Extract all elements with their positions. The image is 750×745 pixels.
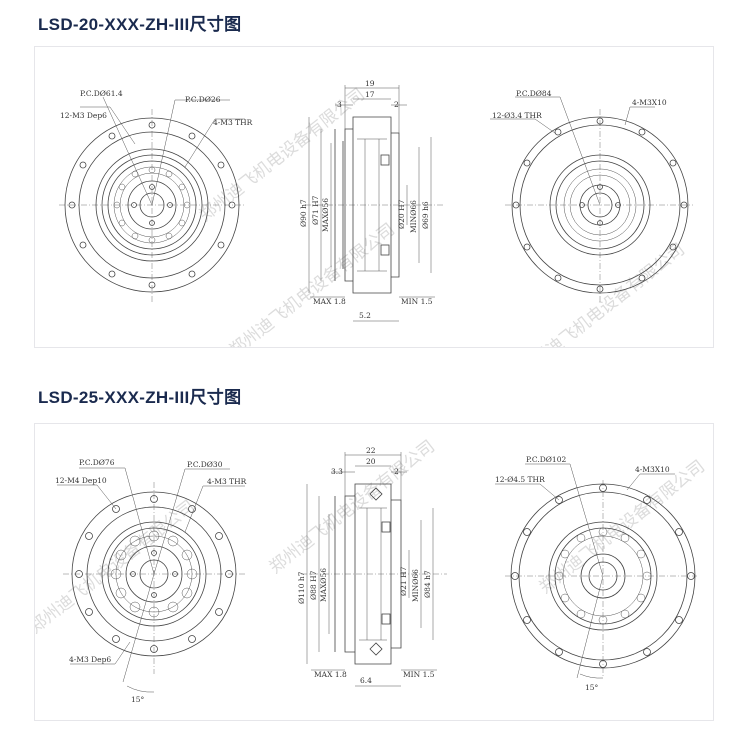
- bolt-holes-outer-2: [75, 495, 233, 653]
- side-d4-1: Ø20 H7: [397, 199, 406, 229]
- side-d1-2: Ø110 h7: [297, 571, 306, 604]
- side-d1-1: Ø90 h7: [299, 199, 308, 227]
- drawing-title-2: LSD-25-XXX-ZH-III尺寸图: [38, 388, 242, 407]
- bolt-holes-back-1: [512, 117, 688, 293]
- side-d5-2: MINØ66: [411, 569, 420, 602]
- back-tap-label-2: 4-M3X10: [635, 465, 670, 474]
- back-holes-label-1: 12-Ø3.4 THR: [492, 111, 542, 120]
- side-view-1: 19 17 3 2 Ø90 h7 Ø71 H7 MAXØ56 Ø20 H7 MI…: [299, 79, 445, 322]
- side-min-gap-1: MIN 1.5: [401, 297, 433, 306]
- drawing-panel-2: 郑州迪飞机电设备有限公司 郑州迪飞机电设备有限公司 郑州迪飞机电设备有限公司: [34, 423, 714, 721]
- side-d3-2: MAXØ56: [319, 568, 328, 602]
- angle-label-2: 15°: [131, 695, 145, 704]
- pcd-inner-label-1: P.C.DØ26: [185, 95, 221, 104]
- back-holes-label-2: 12-Ø4.5 THR: [495, 475, 545, 484]
- drawing-panel-1: 郑州迪飞机电设备有限公司 郑州迪飞机电设备有限公司 郑州迪飞机电设备有限公司: [34, 46, 714, 348]
- side-d2-2: Ø88 H7: [309, 570, 318, 600]
- side-d6-2: Ø84 h7: [423, 570, 432, 598]
- pcd-outer-label-1: P.C.DØ61.4: [80, 89, 123, 98]
- side-w-mid-1: 17: [365, 90, 375, 99]
- side-d6-1: Ø69 h6: [421, 201, 430, 229]
- side-max-gap-1: MAX 1.8: [313, 297, 346, 306]
- holes-outer-label-2: 12-M4 Dep10: [55, 476, 107, 485]
- side-max-gap-2: MAX 1.8: [314, 670, 347, 679]
- watermark-1: 郑州迪飞机电设备有限公司 郑州迪飞机电设备有限公司 郑州迪飞机电设备有限公司: [196, 85, 689, 347]
- side-w-mid-2: 20: [366, 457, 376, 466]
- side-d4-2: Ø21 H7: [399, 566, 408, 596]
- back-angle-label-2: 15°: [585, 683, 599, 692]
- bolt-holes-back-2: [511, 484, 695, 668]
- side-d3-1: MAXØ56: [321, 198, 330, 232]
- front-view-2: P.C.DØ76 12-M4 Dep10 P.C.DØ30 4-M3 THR 4…: [55, 458, 247, 704]
- side-w-bottom-2: 6.4: [360, 676, 372, 685]
- pcd-outer-label-2: P.C.DØ76: [79, 458, 115, 467]
- side-view-2: 22 20 3.3 2 Ø110 h7 Ø88 H7 MAXØ56 Ø21 H7…: [297, 446, 447, 687]
- side-w-total-1: 19: [365, 79, 375, 88]
- svg-text:郑州迪飞机电设备有限公司: 郑州迪飞机电设备有限公司: [226, 220, 399, 347]
- side-w-total-2: 22: [366, 446, 376, 455]
- holes-inner-label-2: 4-M3 THR: [207, 477, 247, 486]
- side-w-right-1: 2: [394, 100, 399, 109]
- back-pcd-label-1: P.C.DØ84: [516, 89, 552, 98]
- rollers-2: [110, 530, 198, 618]
- side-d2-1: Ø71 H7: [311, 195, 320, 225]
- holes-extra-label-2: 4-M3 Dep6: [69, 655, 111, 664]
- back-pcd-label-2: P.C.DØ102: [526, 455, 566, 464]
- side-w-bottom-1: 5.2: [359, 311, 371, 320]
- rollers-1: [113, 166, 191, 244]
- bolt-holes-outer-1: [68, 121, 236, 289]
- back-tap-label-1: 4-M3X10: [632, 98, 667, 107]
- front-view-1: P.C.DØ61.4 12-M3 Dep6 P.C.DØ26 4-M3 THR: [59, 89, 253, 302]
- svg-text:郑州迪飞机电设备有限公司: 郑州迪飞机电设备有限公司: [536, 457, 709, 598]
- side-w-left-2: 3.3: [331, 467, 343, 476]
- side-w-left-1: 3: [337, 100, 342, 109]
- side-d5-1: MINØ66: [409, 200, 418, 233]
- back-view-2: P.C.DØ102 12-Ø4.5 THR 4-M3X10 15°: [495, 455, 697, 692]
- side-w-right-2: 2: [394, 467, 399, 476]
- side-min-gap-2: MIN 1.5: [403, 670, 435, 679]
- drawing-1-svg: 郑州迪飞机电设备有限公司 郑州迪飞机电设备有限公司 郑州迪飞机电设备有限公司: [59, 79, 693, 347]
- back-view-1: P.C.DØ84 12-Ø3.4 THR 4-M3X10: [490, 89, 693, 302]
- rollers-back-2: [554, 527, 652, 625]
- pcd-inner-label-2: P.C.DØ30: [187, 460, 223, 469]
- holes-inner-label-1: 4-M3 THR: [213, 118, 253, 127]
- svg-text:郑州迪飞机电设备有限公司: 郑州迪飞机电设备有限公司: [266, 437, 439, 578]
- drawing-title-1: LSD-20-XXX-ZH-III尺寸图: [38, 15, 242, 34]
- drawing-2-svg: 郑州迪飞机电设备有限公司 郑州迪飞机电设备有限公司 郑州迪飞机电设备有限公司: [35, 437, 709, 704]
- holes-outer-label-1: 12-M3 Dep6: [60, 111, 107, 120]
